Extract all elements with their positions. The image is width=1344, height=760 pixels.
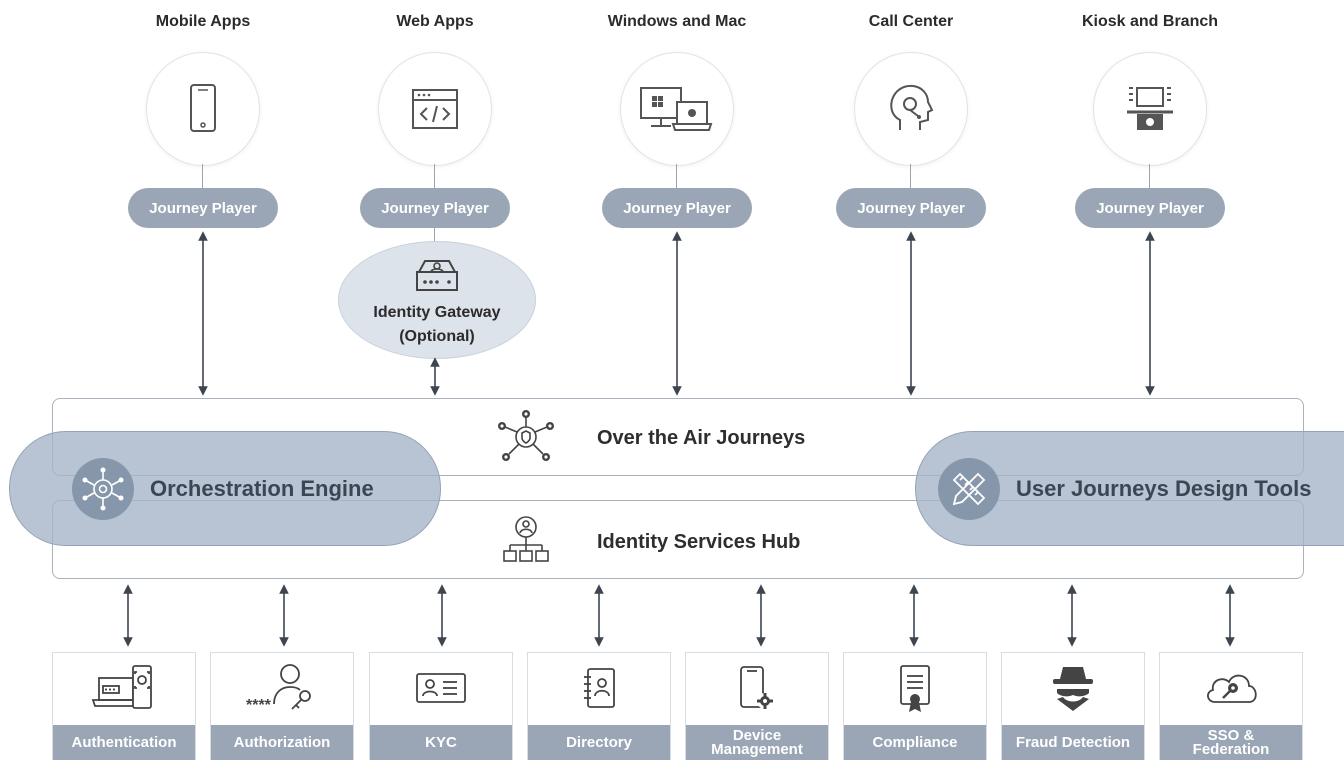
orchestration-engine-pill: Orchestration Engine [9,431,441,546]
design-tools-title: User Journeys Design Tools [1016,475,1312,501]
connector-line [202,164,203,188]
service-label: Authentication [53,725,195,760]
service-compliance: Compliance [843,652,987,760]
channel-label: Mobile Apps [155,13,251,30]
service-label-line2: Federation [1192,740,1270,758]
service-label: SSO &Federation [1160,725,1302,760]
service-directory: Directory [527,652,671,760]
certificate-icon [844,653,986,723]
gateway-subtitle: (Optional) [399,328,475,345]
journey-player-badge: Journey Player [1075,188,1225,228]
service-sso-federation: SSO &Federation [1159,652,1303,760]
pencil-ruler-icon [938,457,1000,520]
service-label: Authorization [211,725,353,760]
cloud-key-icon [1160,653,1302,723]
identity-services-hub-title: Identity Services Hub [597,531,801,553]
service-authentication: Authentication [52,652,196,760]
service-label-line2: Management [711,740,803,758]
gear-network-icon [72,457,134,520]
desktop-laptop-icon [620,52,734,166]
journey-player-badge: Journey Player [128,188,278,228]
service-label-line1: SSO & [1207,726,1255,744]
over-the-air-title: Over the Air Journeys [597,427,806,449]
phone-gear-icon [686,653,828,723]
kiosk-atm-icon [1093,52,1207,166]
hierarchy-user-icon [501,515,551,572]
address-book-icon [528,653,670,723]
user-key-password-icon: **** [211,653,353,723]
channel-label: Kiosk and Branch [1081,13,1219,30]
service-label: Directory [528,725,670,760]
service-label: Compliance [844,725,986,760]
gateway-title: Identity Gateway [373,304,501,321]
svg-text:****: **** [246,697,272,714]
gateway-device-icon [339,258,535,299]
channel-label: Call Center [868,13,954,30]
spy-icon [1002,653,1144,723]
design-tools-pill: User Journeys Design Tools [915,431,1344,546]
network-shield-icon [493,407,559,472]
journey-player-badge: Journey Player [602,188,752,228]
web-code-icon [378,52,492,166]
service-kyc: KYC [369,652,513,760]
connector-line [1149,164,1150,188]
headset-head-icon [854,52,968,166]
journey-player-badge: Journey Player [360,188,510,228]
mobile-phone-icon [146,52,260,166]
journey-player-badge: Journey Player [836,188,986,228]
service-fraud-detection: Fraud Detection [1001,652,1145,760]
channel-label: Web Apps [396,13,474,30]
connector-line [910,164,911,188]
id-card-icon [370,653,512,723]
connector-line [676,164,677,188]
connector-line [434,164,435,188]
service-label-line1: Device [732,726,782,744]
biometric-device-icon [53,653,195,723]
channel-label: Windows and Mac [607,13,747,30]
service-authorization: **** Authorization [210,652,354,760]
identity-gateway: Identity Gateway (Optional) [338,241,536,359]
connector-line [434,228,435,242]
orchestration-engine-title: Orchestration Engine [150,475,374,501]
service-label: Fraud Detection [1002,725,1144,760]
service-label: KYC [370,725,512,760]
